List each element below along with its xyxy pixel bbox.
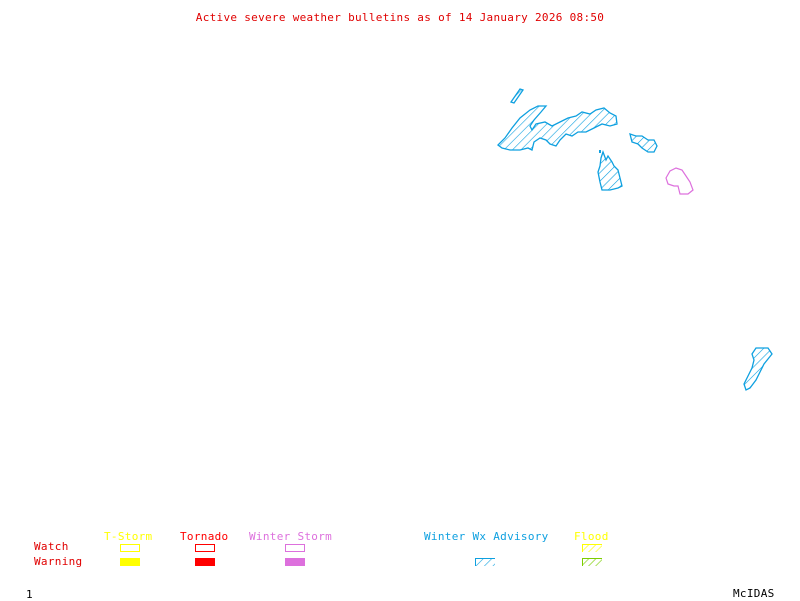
legend-swatch-flood-watch — [582, 544, 602, 552]
legend-swatch-winter-storm-watch — [285, 544, 305, 552]
legend-swatch-tstorm-warning — [120, 558, 140, 566]
legend-category-flood: Flood — [574, 530, 609, 543]
advisory-speck — [599, 150, 601, 153]
legend-swatch-tstorm-watch — [120, 544, 140, 552]
legend-category-winter-storm: Winter Storm — [249, 530, 333, 543]
advisory-polygon-northern-lower-michigan — [597, 150, 623, 191]
legend-swatch-winter-wx-advisory — [475, 558, 495, 566]
legend-row-label-warning: Warning — [34, 555, 83, 568]
brand-label: McIDAS — [733, 587, 775, 600]
legend-swatch-tornado-watch — [195, 544, 215, 552]
advisory-polygon-upper-peninsula — [497, 105, 618, 151]
legend-category-winter-wx-advisory: Winter Wx Advisory — [424, 530, 549, 543]
map-title: Active severe weather bulletins as of 14… — [195, 11, 605, 24]
legend-swatch-winter-storm-warning — [285, 558, 305, 566]
winter-storm-watch-polygon — [665, 167, 694, 195]
legend-category-tstorm: T-Storm — [104, 530, 153, 543]
advisory-polygon-southeast — [743, 347, 773, 391]
legend-row-label-watch: Watch — [34, 540, 69, 553]
advisory-polygon-eastern-islands — [629, 133, 658, 153]
legend-swatch-flood-warning — [582, 558, 602, 566]
frame-number: 1 — [26, 588, 33, 601]
legend-category-tornado: Tornado — [180, 530, 229, 543]
advisory-polygon-isle-royale — [509, 88, 525, 104]
legend-swatch-tornado-warning — [195, 558, 215, 566]
